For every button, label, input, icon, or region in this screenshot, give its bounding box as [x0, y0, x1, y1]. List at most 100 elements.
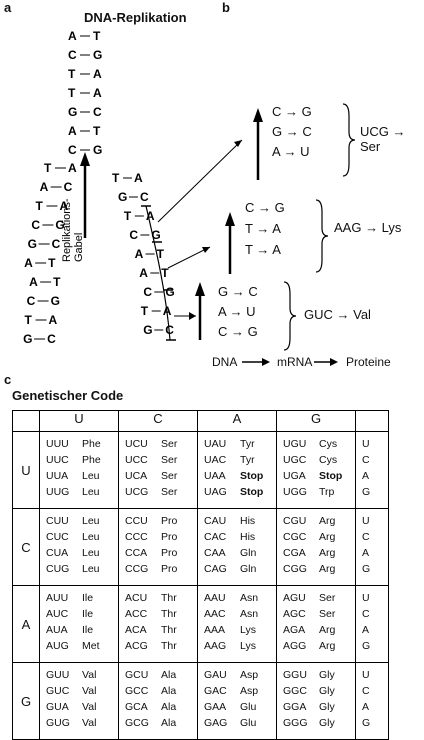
base: A: [68, 29, 77, 43]
table-corner-right: [355, 410, 389, 432]
third-base: C: [362, 608, 370, 620]
third-base: G: [362, 717, 371, 729]
mapping-row: C → G: [245, 200, 285, 215]
codon: GGG: [283, 717, 308, 729]
base: C: [129, 228, 138, 242]
codon: GAG: [204, 717, 228, 729]
codon: AGC: [283, 608, 306, 620]
codon: ACC: [125, 608, 148, 620]
base: G: [151, 228, 160, 242]
amino-acid: Ala: [161, 669, 177, 681]
table-corner: [12, 410, 40, 432]
base: T: [93, 124, 101, 138]
codon: GAU: [204, 669, 227, 681]
amino-acid: Val: [82, 717, 97, 729]
codon: GAC: [204, 685, 227, 697]
codon: ACG: [125, 640, 148, 652]
amino-acid: Stop: [319, 470, 343, 482]
base: A: [24, 256, 33, 270]
codon: UGU: [283, 438, 307, 450]
base: C: [93, 105, 102, 119]
column-header-A: A: [197, 410, 277, 432]
amino-acid: Ala: [161, 717, 177, 729]
amino-acid: Leu: [82, 515, 100, 527]
mapping-row: C → G: [218, 324, 258, 339]
base: T: [161, 266, 169, 280]
amino-acid: Tyr: [240, 454, 255, 466]
mapping-row: T → A: [245, 221, 281, 236]
base: T: [44, 161, 52, 175]
amino-acid: Gly: [319, 701, 335, 713]
third-base: U: [362, 515, 370, 527]
mapping-block-1: C → G G → C A → U: [272, 104, 312, 164]
third-base: C: [362, 685, 370, 697]
mapping-row: C → G: [272, 104, 312, 119]
base: A: [40, 180, 49, 194]
mapping-row: G → C: [218, 284, 258, 299]
third-base: U: [362, 438, 370, 450]
codon: UCG: [125, 486, 149, 498]
base: A: [68, 161, 77, 175]
amino-acid: Arg: [319, 531, 336, 543]
codon: GUC: [46, 685, 70, 697]
mapping-result-3: GUC → Val: [304, 307, 371, 322]
third-base: G: [362, 486, 371, 498]
amino-acid: His: [240, 515, 256, 527]
codon: UGG: [283, 486, 307, 498]
base: G: [23, 332, 32, 346]
codon: UCC: [125, 454, 148, 466]
column-header-U: U: [39, 410, 119, 432]
codon: GUA: [46, 701, 69, 713]
codon: UCU: [125, 438, 148, 450]
amino-acid: Pro: [161, 547, 178, 559]
codon: UUC: [46, 454, 69, 466]
amino-acid: Val: [82, 669, 97, 681]
base: C: [143, 285, 152, 299]
column-header-C: C: [118, 410, 198, 432]
base: A: [49, 313, 58, 327]
amino-acid: Asn: [240, 592, 259, 604]
codon: UAC: [204, 454, 227, 466]
amino-acid: Ser: [319, 608, 336, 620]
pointer-line-2: [167, 246, 211, 269]
fork-label-line1: Replikations-: [61, 198, 73, 262]
base: A: [135, 247, 144, 261]
amino-acid: Thr: [161, 592, 177, 604]
amino-acid: Ser: [319, 592, 336, 604]
amino-acid: Thr: [161, 608, 177, 620]
base: A: [68, 124, 77, 138]
base: G: [118, 190, 127, 204]
base: A: [146, 209, 155, 223]
codon: UAG: [204, 486, 227, 498]
